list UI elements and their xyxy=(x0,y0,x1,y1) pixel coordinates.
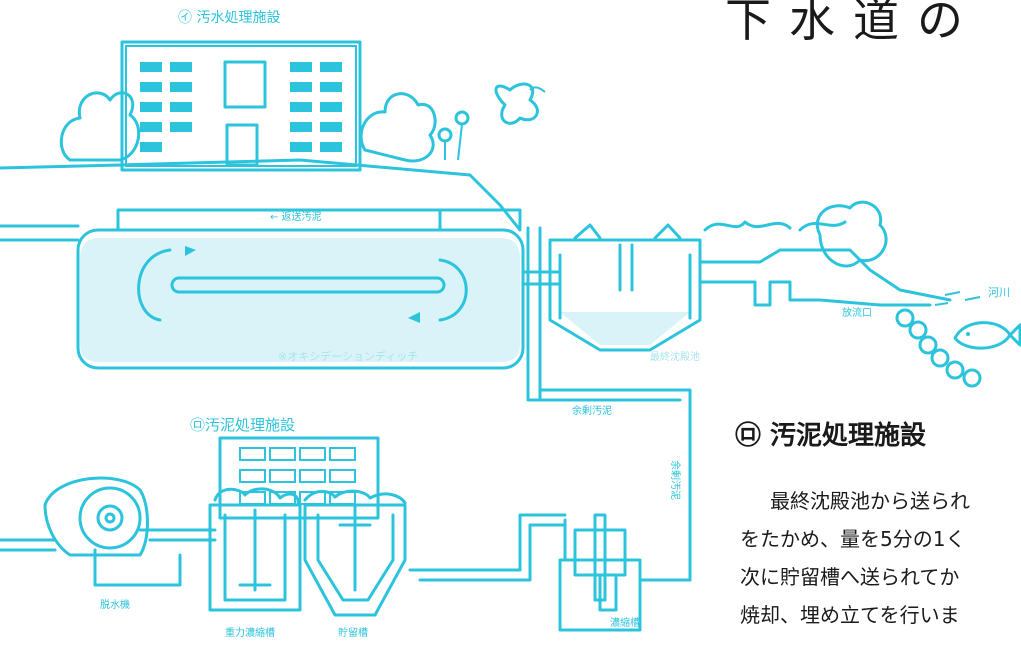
oxidation-ditch-label: ※オキシデーションディッチ xyxy=(278,349,418,363)
excess-sludge-label: 余剰汚泥 xyxy=(572,404,612,417)
excess-sludge-vertical-label: 余剰汚泥 xyxy=(669,460,682,500)
section-line-2: をたかめ、量を5分の1く xyxy=(740,527,965,551)
section-line-3: 次に貯留槽へ送られてか xyxy=(740,565,959,589)
sludge-treatment-building: ㋺汚泥処理施設 xyxy=(190,416,380,520)
final-sedimentation-label: 最終沈殿池 xyxy=(650,350,700,363)
sewage-treatment-building: ㋑ 汚水処理施設 xyxy=(0,10,522,232)
return-sludge-label: ← 返送汚泥 xyxy=(270,210,322,223)
sludge-section: ㋺ 汚泥処理施設 最終沈殿池から送られ をたかめ、量を5分の1く 次に貯留槽へ送… xyxy=(735,420,970,627)
section-line-4: 焼却、埋め立てを行いま xyxy=(740,603,960,627)
thickener-tank: 濃縮槽 xyxy=(558,513,692,632)
river-label: 河川 xyxy=(988,286,1010,299)
gravity-thickening-tank: 重力濃縮槽 xyxy=(208,487,302,639)
page-title: 下水道の xyxy=(725,0,981,47)
butterfly-icon xyxy=(494,82,546,125)
final-sedimentation-tank: 最終沈殿池 xyxy=(548,223,702,363)
sewage-facility-label: ㋑ 汚水処理施設 xyxy=(178,10,280,26)
section-line-1: 最終沈殿池から送られ xyxy=(770,489,970,513)
fish-icon xyxy=(953,321,1021,350)
thickener-label: 濃縮槽 xyxy=(610,616,640,629)
outflow-channel: 放流口 河川 xyxy=(698,220,1010,319)
storage-tank: 貯留槽 xyxy=(303,489,407,639)
dewatering-label: 脱水機 xyxy=(100,598,130,611)
tree-right xyxy=(359,92,437,163)
riverside-tree xyxy=(815,200,888,268)
water-splash-icon xyxy=(934,291,981,306)
dewatering-machine: 脱水機 xyxy=(0,476,182,611)
storage-label: 貯留槽 xyxy=(338,626,368,639)
flowers-icon xyxy=(437,110,470,161)
river-rocks xyxy=(895,308,982,388)
outfall-label: 放流口 xyxy=(842,306,872,319)
oxidation-ditch: ← 返送汚泥 ※オキシデーションディッチ xyxy=(0,208,525,370)
section-heading: ㋺ 汚泥処理施設 xyxy=(735,420,927,451)
tree-left xyxy=(59,91,141,162)
sludge-facility-label: ㋺汚泥処理施設 xyxy=(190,416,295,434)
thickening-label: 重力濃縮槽 xyxy=(225,626,275,639)
